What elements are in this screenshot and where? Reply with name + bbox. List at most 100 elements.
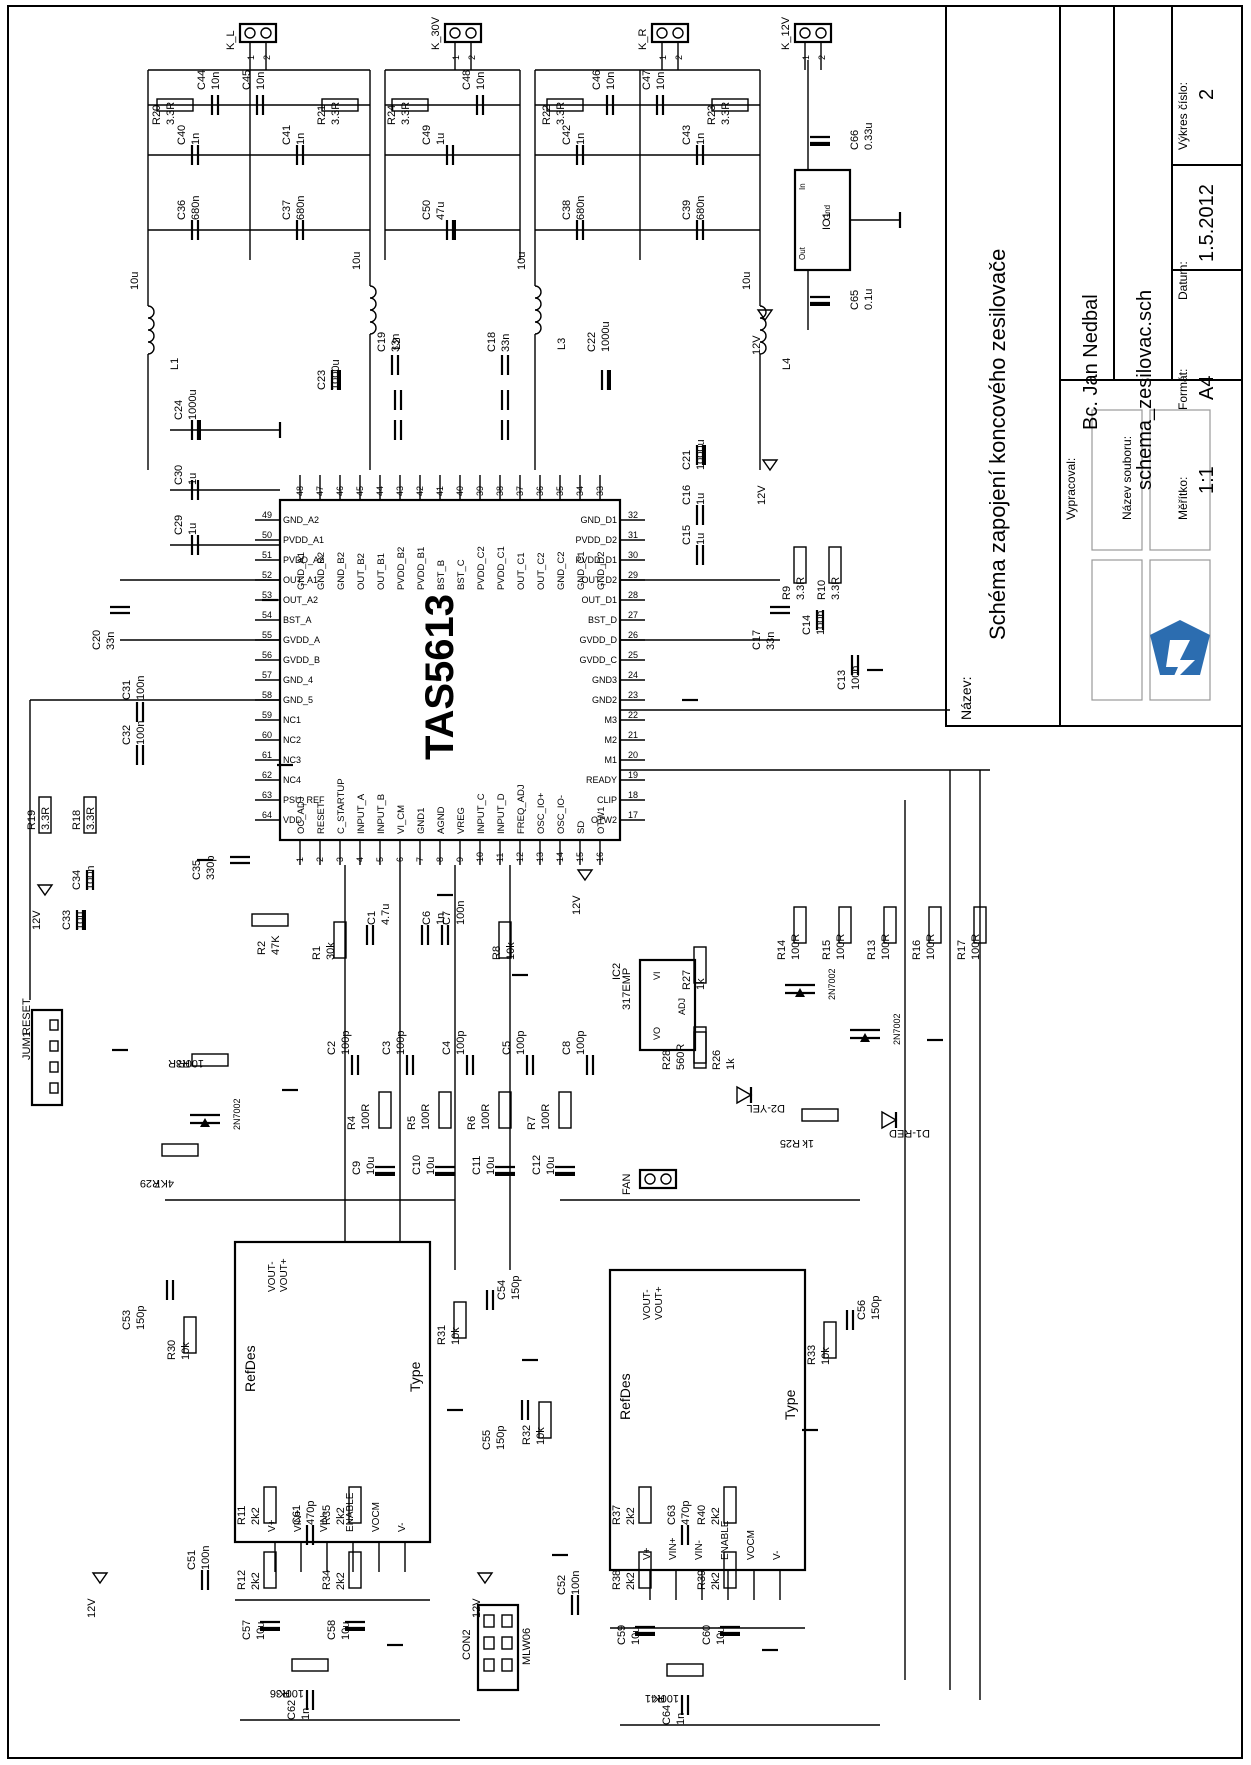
cap-pol (435, 1172, 455, 1176)
resistor-r16 (928, 906, 942, 944)
cap-pol (375, 1172, 395, 1176)
part-ref: C4 (441, 1041, 453, 1055)
chip-pin-number: 5 (375, 857, 385, 862)
chip-pin-name: SD (576, 821, 587, 834)
part-ref: R32 (521, 1425, 533, 1445)
chip-pin-name: OUT_D1 (581, 595, 617, 605)
chip-pin-number: 9 (455, 857, 465, 862)
connector-jum1 (30, 1008, 64, 1107)
chip-pin-number: 31 (628, 530, 638, 540)
part-ref: C17 (751, 630, 763, 650)
part-value: 4.7u (380, 904, 392, 925)
part-ref: C51 (186, 1550, 198, 1570)
file-name: schema_zesilovac.sch (1134, 289, 1156, 490)
connector-body (30, 1008, 64, 1107)
part-value: 3.3R (795, 577, 807, 600)
chip-pin-name: BST_D (588, 615, 618, 625)
cap-pol (607, 370, 611, 390)
regulator-pin-name: In (798, 183, 807, 190)
connector-pin-number: 2 (817, 55, 827, 60)
chip-pin-name: GND_A2 (283, 515, 319, 525)
chip-pin-number: 3 (335, 857, 345, 862)
inductor-l2 (369, 285, 377, 335)
chip-pin-name: GND_B2 (336, 552, 347, 590)
chip-pin-name: GND_4 (283, 675, 313, 685)
led-body (736, 1085, 753, 1105)
supply-arrow (761, 459, 779, 472)
part-value: 10u (255, 1622, 267, 1640)
title-label-format: Formát: (1176, 368, 1190, 410)
capacitor-c4 (465, 1055, 475, 1075)
capacitor-c37 (295, 220, 305, 240)
capacitor-c14 (815, 610, 825, 630)
opamp-pin-name: VIN+ (293, 1509, 304, 1532)
author-name: Bc. Jan Nedbal (1080, 294, 1102, 430)
chip-pin-name: NC3 (283, 755, 301, 765)
chip-pin-name: GND_D2 (596, 551, 607, 590)
resistor-r31 (453, 1301, 467, 1339)
chip-pin-name: NC2 (283, 735, 301, 745)
capacitor-c1 (365, 925, 375, 945)
chip-pin-name: OSC_IO+ (536, 792, 547, 834)
connector-pin (49, 1061, 59, 1073)
part-ref: C43 (681, 125, 693, 145)
resistor-r37 (638, 1486, 652, 1524)
supply-arrow (476, 1572, 494, 1585)
mosfet-arrow (795, 988, 805, 997)
part-value: 100R (420, 1104, 432, 1130)
inductor-value: 10u (741, 272, 753, 290)
chip-pin-number: 27 (628, 610, 638, 620)
part-ref: C6 (421, 911, 433, 925)
tas5613-body (278, 498, 622, 842)
inductor-l1 (147, 305, 155, 355)
chip-pin-name: OUT_C1 (516, 553, 527, 590)
chip-pin-number: 6 (395, 857, 405, 862)
resistor-r15 (838, 906, 852, 944)
capacitor-c34 (85, 870, 95, 890)
cap-pol (452, 220, 456, 240)
part-ref: C30 (173, 465, 185, 485)
part-value: 4K7 (154, 1177, 174, 1189)
inductor-l3 (534, 285, 542, 335)
part-value: 100n (815, 611, 827, 635)
chip-pin-name: OUT_C2 (536, 553, 547, 590)
chip-pin-number: 13 (535, 852, 545, 862)
chip-pin-name: GVDD_A (283, 635, 320, 645)
part-ref: C8 (561, 1041, 573, 1055)
chip-pin-number: 30 (628, 550, 638, 560)
chip-pin-number: 40 (455, 486, 465, 496)
part-value: 10u (630, 1627, 642, 1645)
chip-pin-number: 52 (262, 570, 272, 580)
capacitor-c33 (75, 910, 86, 930)
chip-pin-number: 16 (595, 852, 605, 862)
part-value: 47K (270, 935, 282, 955)
scale-value: 1:1 (1196, 466, 1218, 494)
capacitor-c58 (345, 1620, 365, 1631)
cap-pol (702, 445, 706, 465)
chip-pin-number: 15 (575, 852, 585, 862)
part-ref: R35 (321, 1505, 333, 1525)
connector-pin-number: 2 (467, 55, 477, 60)
resistor-r6 (498, 1091, 512, 1129)
chip-pin-number: 44 (375, 486, 385, 496)
part-ref: C66 (849, 130, 861, 150)
part-value: 1000u (187, 389, 199, 420)
capacitor-c32 (135, 745, 145, 765)
mosfet-1 (190, 1113, 220, 1127)
part-ref: C48 (461, 70, 473, 90)
connector-k-r (650, 22, 690, 44)
resistor-r25 (801, 1108, 839, 1122)
chip-pin-name: FREQ_ADJ (516, 784, 527, 834)
regulator-pin-name: VI (652, 971, 662, 980)
resistor-r24 (391, 98, 429, 112)
supply-arrow (91, 1572, 109, 1585)
chip-pin-number: 56 (262, 650, 272, 660)
chip-pin-name: OTW1 (596, 807, 607, 834)
opamp-pin-name: V+ (267, 1519, 278, 1532)
resistor-r10 (828, 546, 842, 584)
regulator-pin-name: Gnd (823, 205, 832, 220)
connector-k-l (238, 22, 278, 44)
part-value: 2k2 (625, 1507, 637, 1525)
connector-body (650, 22, 690, 44)
part-value: 1u (695, 493, 707, 505)
